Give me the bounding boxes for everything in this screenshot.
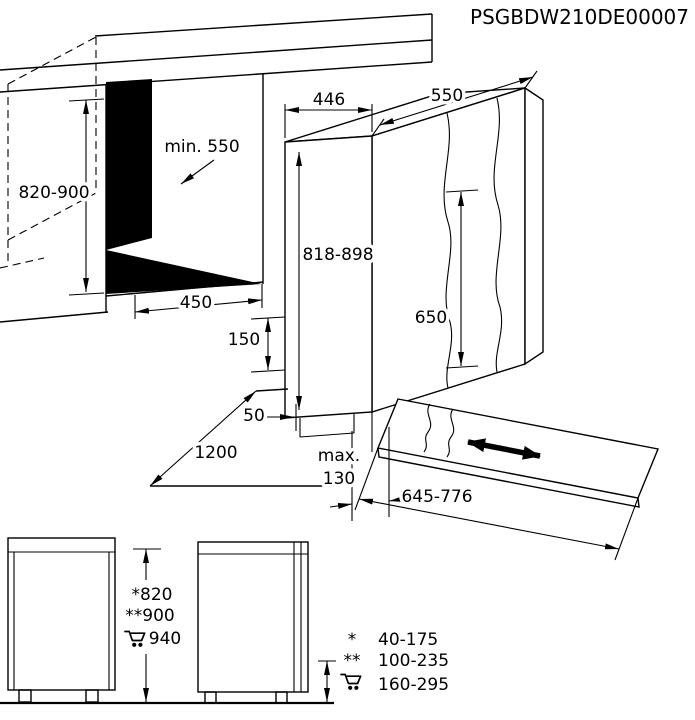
legend-double-star-range: 100-235 [378,651,449,671]
door-adjust-double-arrow-icon [467,438,541,460]
plinth-height-label: 150 [228,330,260,350]
legend-cart-range: 160-295 [378,675,449,695]
shopping-cart-icon [340,673,362,691]
plinth-recess-label: max. [318,446,360,466]
height-star-label: *820 [132,585,173,605]
feet-adjust-arrow [318,660,336,702]
front-clearance-label: 1200 [194,443,237,463]
decor-panel-break-line [443,112,453,389]
height-double-star-label: **900 [125,606,174,626]
open-door [377,398,659,508]
appliance-height-label: 818-898 [302,245,373,265]
dim-niche-height: 820-900 [15,98,105,296]
dim-plinth-height: 150 [224,316,286,373]
niche-depth-label: min. 550 [164,137,239,157]
door-gap-label: 50 [243,406,265,426]
dim-niche-depth: min. 550 [161,134,243,185]
open-door-projection-label: 645-776 [401,487,472,507]
appliance-width-label: 446 [313,90,345,110]
floor-area [150,388,333,487]
niche-width-label: 450 [180,293,212,313]
front-elevation [7,537,116,703]
niche-height-label: 820-900 [18,183,89,203]
furniture-door-height-label: 650 [415,308,447,328]
height-with-feet-label: 940 [149,629,181,649]
legend-star-symbol: * [348,630,357,650]
dishwasher-isometric [284,86,544,452]
plinth-detail [299,412,373,452]
dim-appliance-depth: 550 [371,70,538,137]
door-break-line [423,403,432,453]
legend-double-star-symbol: ** [344,651,361,671]
drawing-code: PSGBDW210DE00007 [470,5,689,29]
dim-open-door-projection: 645-776 [354,447,639,561]
niche-shadow [106,79,262,294]
decor-panel-break-line [493,97,503,373]
door-break-line [446,408,455,458]
elevation-height-dimension: *820 **900 940 [124,548,182,702]
dim-niche-width: 450 [134,284,263,319]
dim-front-clearance: 1200 [149,390,257,487]
legend: * 40-175 ** 100-235 160-295 [340,630,449,695]
dim-appliance-height: 818-898 [296,152,377,410]
dim-appliance-width: 446 [284,87,373,138]
legend-star-range: 40-175 [378,630,438,650]
hidden-cabinet-lines [0,36,97,269]
dim-plinth-recess: max. 130 [314,427,412,521]
side-elevation [197,541,309,704]
plinth-recess-value: 130 [323,469,355,489]
appliance-depth-label: 550 [431,86,463,106]
dim-furniture-door-height: 650 [411,189,479,369]
